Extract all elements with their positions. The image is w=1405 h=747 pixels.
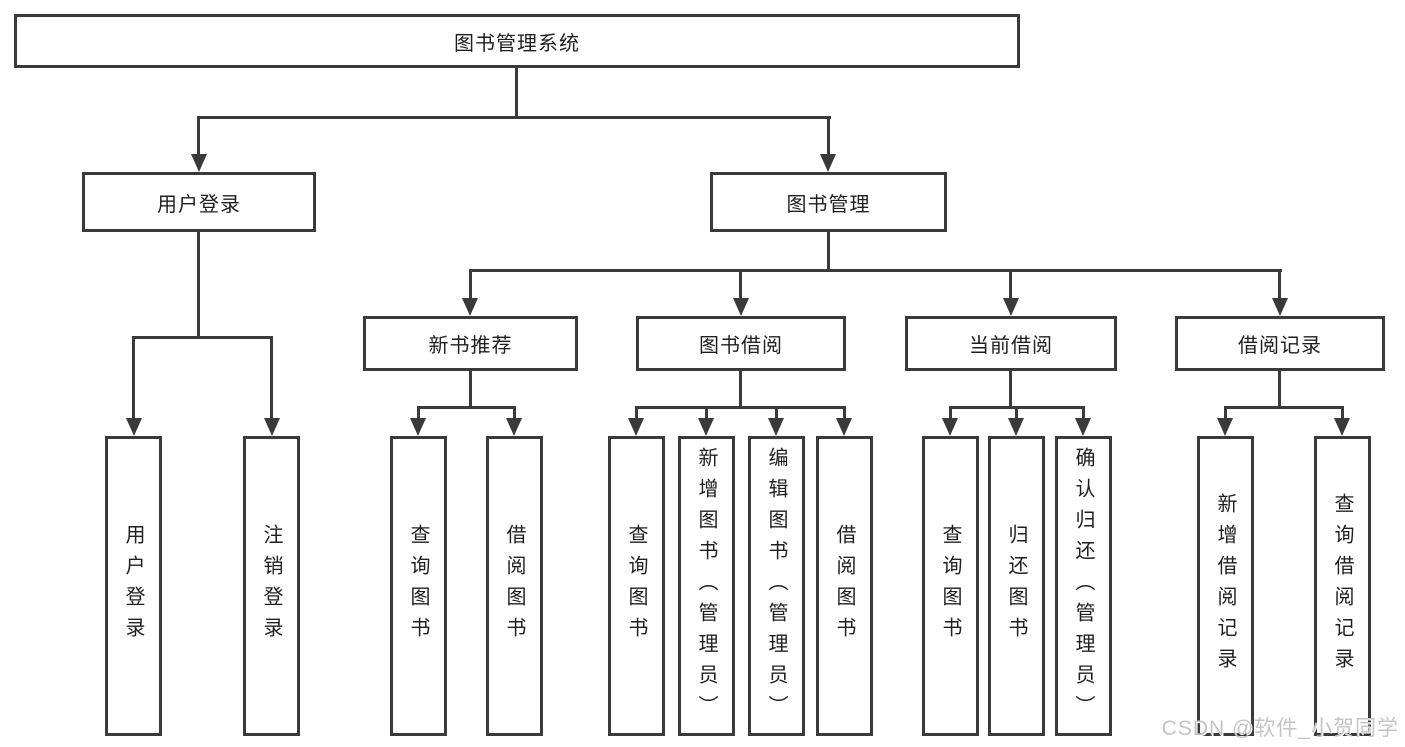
arrowhead-down-icon — [1272, 298, 1288, 316]
connector-line — [1082, 406, 1085, 420]
node-user-login: 用户登录 — [82, 172, 316, 232]
connector-line — [739, 371, 742, 409]
leaf-nb-query-book: 查询图书 — [390, 436, 447, 736]
connector-line — [132, 336, 273, 339]
connector-line — [739, 269, 742, 300]
connector-line — [775, 406, 778, 420]
connector-line — [1224, 406, 1227, 420]
arrowhead-down-icon — [1217, 418, 1233, 436]
leaf-br-query-record: 查询借阅记录 — [1314, 436, 1371, 736]
arrowhead-down-icon — [462, 298, 478, 316]
arrowhead-down-icon — [942, 418, 958, 436]
arrowhead-down-icon — [191, 154, 207, 172]
connector-line — [197, 116, 200, 158]
connector-line — [469, 269, 472, 300]
connector-line — [843, 406, 846, 420]
leaf-bb-add-book-admin: 新增图书（管理员） — [678, 436, 735, 736]
connector-line — [635, 406, 846, 409]
connector-line — [1278, 371, 1281, 409]
arrowhead-down-icon — [836, 418, 852, 436]
leaf-cb-confirm-return: 确认归还（管理员） — [1055, 436, 1112, 736]
connector-line — [949, 406, 952, 420]
connector-line — [827, 116, 830, 158]
leaf-cb-query-book: 查询图书 — [922, 436, 979, 736]
connector-line — [515, 68, 518, 119]
node-new-book-recommend: 新书推荐 — [363, 316, 578, 371]
node-borrow-record: 借阅记录 — [1175, 316, 1385, 371]
leaf-bb-edit-book-admin: 编辑图书（管理员） — [748, 436, 805, 736]
arrowhead-down-icon — [506, 418, 522, 436]
connector-line — [197, 232, 200, 339]
connector-line — [827, 232, 830, 272]
leaf-bb-query-book: 查询图书 — [608, 436, 665, 736]
node-current-borrow: 当前借阅 — [905, 316, 1117, 371]
connector-line — [197, 116, 831, 119]
arrowhead-down-icon — [698, 418, 714, 436]
leaf-user-login: 用户登录 — [105, 436, 162, 736]
csdn-watermark: CSDN @软件_小贺同学 — [1161, 717, 1399, 740]
connector-line — [469, 371, 472, 409]
connector-line — [132, 336, 135, 419]
node-book-borrow: 图书借阅 — [636, 316, 846, 371]
arrowhead-down-icon — [1075, 418, 1091, 436]
connector-line — [1278, 269, 1281, 300]
connector-line — [417, 406, 516, 409]
leaf-bb-borrow-book: 借阅图书 — [816, 436, 873, 736]
connector-line — [635, 406, 638, 420]
arrowhead-down-icon — [264, 418, 280, 436]
arrowhead-down-icon — [126, 418, 142, 436]
arrowhead-down-icon — [820, 154, 836, 172]
connector-line — [417, 406, 420, 420]
connector-line — [513, 406, 516, 420]
node-root-library-system: 图书管理系统 — [14, 14, 1020, 68]
connector-line — [270, 336, 273, 419]
arrowhead-down-icon — [1334, 418, 1350, 436]
leaf-br-add-record: 新增借阅记录 — [1197, 436, 1254, 736]
connector-line — [1009, 371, 1012, 409]
arrowhead-down-icon — [1008, 418, 1024, 436]
connector-line — [1341, 406, 1344, 420]
connector-line — [469, 269, 1282, 272]
arrowhead-down-icon — [768, 418, 784, 436]
connector-line — [1015, 406, 1018, 420]
arrowhead-down-icon — [628, 418, 644, 436]
arrowhead-down-icon — [733, 298, 749, 316]
leaf-nb-borrow-book: 借阅图书 — [486, 436, 543, 736]
connector-line — [1009, 269, 1012, 300]
arrowhead-down-icon — [410, 418, 426, 436]
leaf-logout: 注销登录 — [243, 436, 300, 736]
connector-line — [1224, 406, 1344, 409]
node-book-management: 图书管理 — [710, 172, 947, 232]
connector-line — [705, 406, 708, 420]
arrowhead-down-icon — [1003, 298, 1019, 316]
leaf-cb-return-book: 归还图书 — [988, 436, 1045, 736]
